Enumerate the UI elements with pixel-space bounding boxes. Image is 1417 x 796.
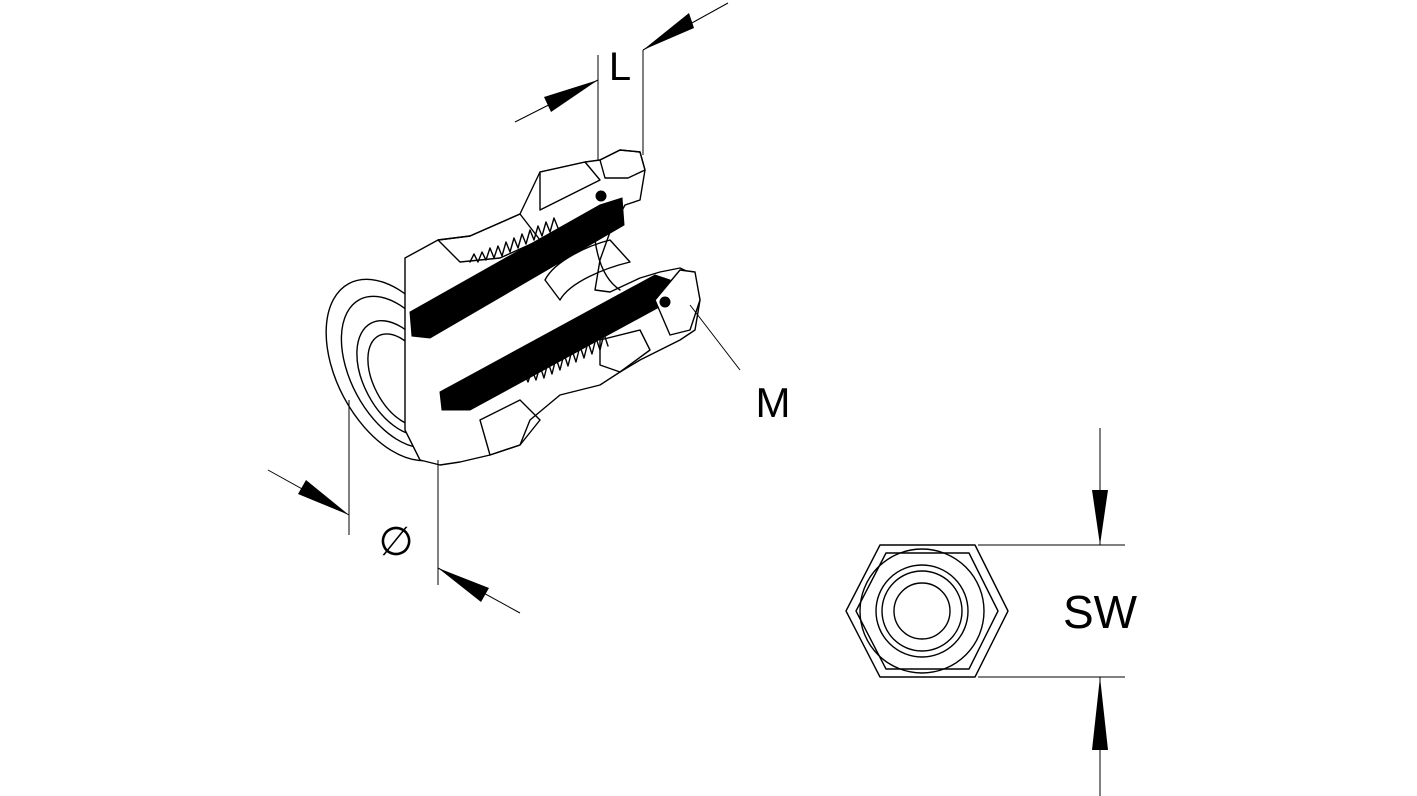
bore-circle: [893, 582, 951, 640]
sw-arrow-bottom: [1092, 677, 1108, 750]
cap-facet-top: [539, 161, 601, 211]
dimension-wrench-size: SW: [978, 428, 1138, 796]
clamp-tip-top: [599, 149, 646, 179]
lower-thread: [519, 333, 609, 383]
upper-seal-insert: [409, 197, 625, 339]
upper-o-ring-section: [595, 190, 607, 202]
inner-bore-surface: [544, 239, 631, 301]
inner-bore-edge: [594, 239, 621, 291]
length-arrow-left: [544, 80, 598, 112]
cap-ring-inner: [881, 570, 963, 652]
hex-facet-bottom: [479, 399, 541, 456]
hex-outline: [845, 544, 1009, 678]
length-label: L: [609, 45, 631, 89]
lower-clamp-fingers: [654, 269, 701, 336]
upper-thread: [469, 217, 559, 263]
length-arrow-right: [643, 13, 694, 50]
diameter-arrow-left: [298, 480, 349, 515]
thread-label: M: [756, 379, 791, 426]
cap-ring-outer: [875, 564, 969, 658]
sw-arrow-top: [1092, 490, 1108, 545]
hex-end-view: [845, 544, 1009, 678]
dimension-diameter: ∅: [267, 400, 521, 614]
cap-facet-bottom: [599, 329, 651, 373]
dimension-thread: M: [689, 304, 791, 426]
diameter-label: ∅: [379, 520, 414, 564]
dimension-length: L: [514, 2, 729, 160]
hex-bearing-face: [859, 548, 985, 674]
thread-leader-line: [689, 304, 741, 371]
diameter-arrow-right: [438, 568, 489, 602]
hex-chamfer: [855, 552, 999, 670]
wrench-size-label: SW: [1063, 586, 1138, 638]
lower-o-ring-section: [659, 296, 671, 308]
gland-cutaway-view: [325, 149, 701, 466]
